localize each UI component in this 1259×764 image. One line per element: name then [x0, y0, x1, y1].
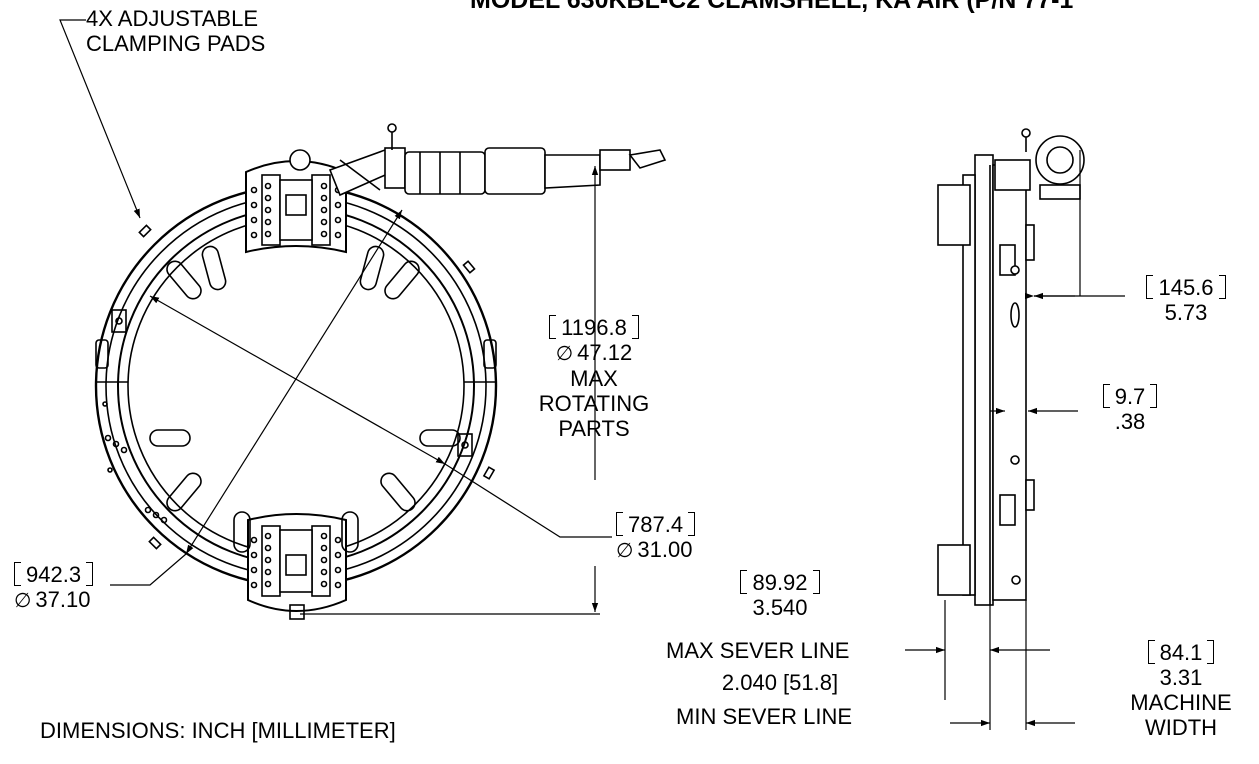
max-sever-mm: 89.92: [752, 570, 808, 595]
bore-inch: 31.00: [637, 537, 693, 562]
min-sever-value: 2.040 [51.8]: [721, 670, 839, 695]
width-inch: 3.31: [1159, 665, 1203, 690]
width-dim: 84.1 3.31 MACHINE WIDTH: [1106, 640, 1256, 740]
width-l1: MACHINE: [1130, 690, 1232, 715]
slide-dim: 9.7 .38: [1090, 384, 1170, 434]
max-sever-dim: 89.92 3.540: [720, 570, 840, 620]
bore-dim: 787.4 ∅31.00: [616, 512, 696, 563]
diameter-symbol: ∅: [14, 588, 32, 612]
max-rotating-inch: 47.12: [577, 340, 633, 365]
pads-callout: 4X ADJUSTABLE CLAMPING PADS: [86, 6, 265, 56]
width-l2: WIDTH: [1144, 715, 1218, 740]
max-rotating-dim: 1196.8 ∅47.12 MAX ROTATING PARTS: [534, 315, 654, 441]
min-sever-label: MIN SEVER LINE: [676, 704, 853, 729]
max-rotating-l1: MAX: [570, 366, 618, 391]
side-offset-dim: 145.6 5.73: [1130, 275, 1242, 325]
bottom-clamp-block: [247, 513, 347, 620]
bore-mm: 787.4: [628, 512, 684, 537]
side-view: [937, 128, 1085, 606]
slide-inch: .38: [1114, 409, 1146, 434]
max-rotating-mm: 1196.8: [561, 315, 627, 340]
diameter-symbol: ∅: [555, 341, 574, 365]
drawing-title: MODEL 630KBL-C2 CLAMSHELL, KA AIR (P/N 7…: [470, 0, 1074, 14]
slide-mm: 9.7: [1114, 384, 1146, 409]
side-offset-mm: 145.6: [1158, 275, 1214, 300]
outer-inch: 37.10: [35, 587, 91, 612]
outer-mm: 942.3: [26, 562, 82, 587]
max-sever-label: MAX SEVER LINE: [666, 638, 850, 663]
side-offset-inch: 5.73: [1164, 300, 1208, 325]
max-sever-inch: 3.540: [752, 595, 808, 620]
outer-dim: 942.3 ∅37.10: [14, 562, 94, 613]
units-note: DIMENSIONS: INCH [MILLIMETER]: [40, 718, 396, 743]
air-motor-drive: [289, 123, 667, 197]
dimension-lines: [59, 19, 1125, 730]
diameter-symbol: ∅: [616, 538, 634, 562]
max-rotating-l2: ROTATING: [538, 391, 650, 416]
width-mm: 84.1: [1159, 640, 1203, 665]
pads-callout-line1: 4X ADJUSTABLE: [86, 6, 258, 31]
pads-callout-line2: CLAMPING PADS: [86, 31, 266, 56]
max-rotating-l3: PARTS: [558, 416, 630, 441]
front-view: [94, 160, 498, 620]
